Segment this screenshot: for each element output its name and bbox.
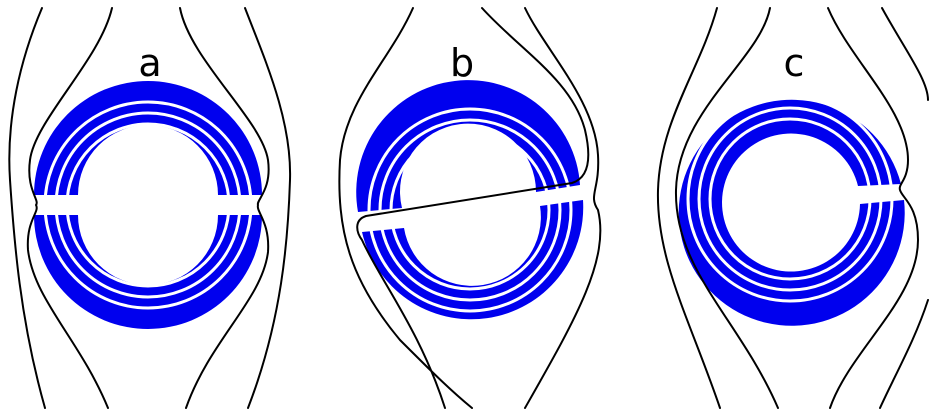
panel-c-turn-separator-2 — [699, 108, 881, 290]
panel-c-coil — [679, 97, 905, 326]
panel-b-turn-separator-1 — [391, 131, 549, 289]
panel-a-field-line-outer-left — [9, 8, 45, 408]
panel-a-turn-separator-1 — [67, 124, 229, 286]
panel-a-field-line-inner-right — [180, 8, 269, 408]
panel-c-label: c — [784, 41, 805, 85]
panel-c: c — [658, 8, 928, 408]
panel-a: a — [9, 8, 290, 408]
panel-c-turn-separator-1 — [710, 119, 870, 279]
panel-a-turn-separator-3 — [45, 102, 251, 308]
panel-a-turn-separator-2 — [56, 113, 240, 297]
panel-a-label: a — [138, 41, 161, 85]
panel-b-label: b — [450, 41, 474, 85]
panel-a-coil — [34, 81, 262, 329]
panel-a-field-line-inner-left — [28, 8, 112, 408]
panel-b: b — [339, 8, 600, 408]
